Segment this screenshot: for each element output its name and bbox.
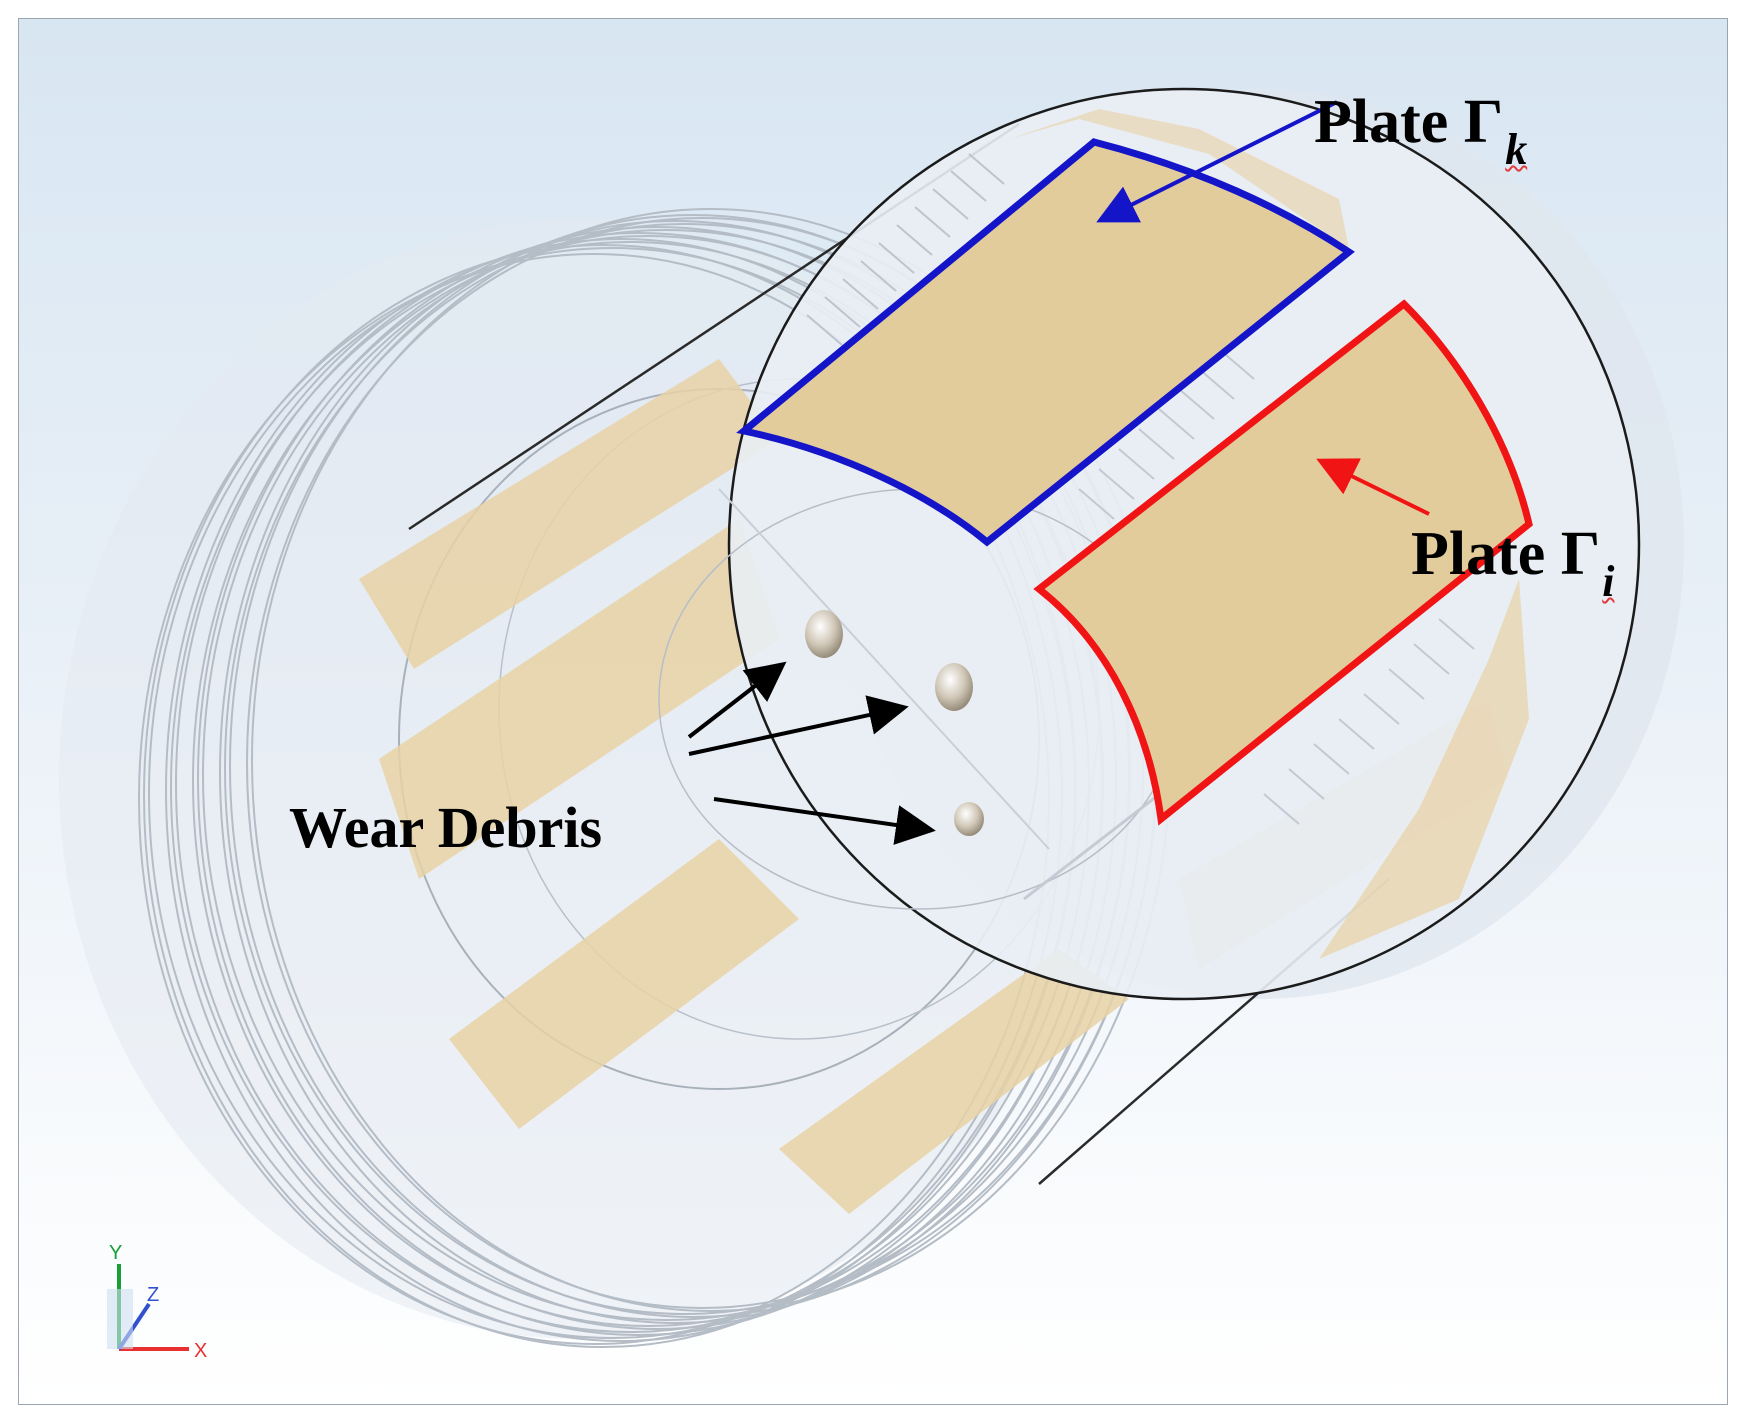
plate-i-subscript: i xyxy=(1602,557,1615,606)
plate-k-symbol: Γ xyxy=(1463,88,1504,156)
debris-particle xyxy=(805,610,843,658)
sensor-diagram: Y Z X Plate Γk Plate Γi Wear Debris xyxy=(18,18,1728,1405)
wear-debris-label: Wear Debris xyxy=(289,795,603,860)
plate-i xyxy=(1033,299,1533,826)
axis-y-label: Y xyxy=(109,1242,122,1264)
plate-k-label: Plate Γk xyxy=(1314,87,1527,174)
axis-triad: Y Z X xyxy=(107,1242,207,1362)
sensor-drawing: Y Z X xyxy=(59,87,1684,1362)
lower-plates xyxy=(359,359,1509,1214)
plate-i-arrow xyxy=(1316,458,1430,516)
plate-i-word: Plate xyxy=(1411,520,1546,588)
plate-i-symbol: Γ xyxy=(1560,520,1601,588)
debris-particle xyxy=(935,663,973,711)
plate-k xyxy=(736,100,1355,547)
debris-particle xyxy=(954,802,984,836)
axis-z-label: Z xyxy=(147,1284,159,1306)
plate-i-label: Plate Γi xyxy=(1411,519,1614,606)
plate-k-arrow xyxy=(1096,100,1338,223)
plate-k-subscript: k xyxy=(1505,125,1528,174)
wear-debris-arrows xyxy=(687,661,936,845)
axis-x-label: X xyxy=(194,1340,207,1362)
plate-k-word: Plate xyxy=(1314,88,1449,156)
wear-debris-particles xyxy=(805,610,984,836)
